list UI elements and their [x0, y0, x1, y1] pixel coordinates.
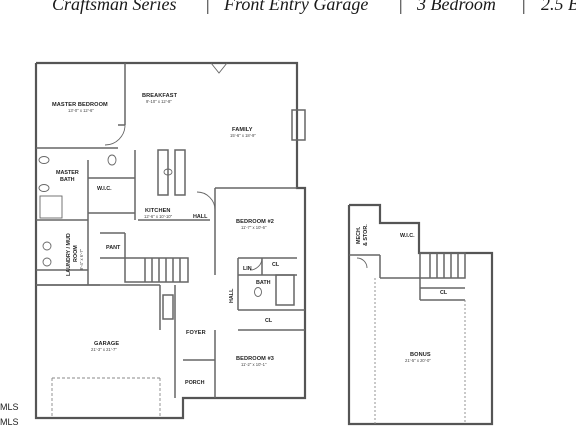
- fixtures: [38, 62, 368, 297]
- label-closet-b2: CL: [272, 262, 280, 268]
- label-master-bath-2: BATH: [60, 177, 75, 183]
- dims-kitchen: 12'-6" x 10'-10": [144, 214, 173, 219]
- label-closet-upper: CL: [440, 290, 448, 296]
- header-bedrooms: 3 Bedroom: [417, 0, 496, 14]
- dims-breakfast: 9'-10" x 12'-8": [146, 99, 172, 104]
- label-closet-b3: CL: [265, 318, 273, 324]
- dims-laundry: 9'-4" x 6'-7": [79, 248, 84, 270]
- label-hall-lower: HALL: [229, 288, 235, 303]
- label-bath: BATH: [256, 280, 271, 286]
- label-bedroom-3: BEDROOM #3: [236, 356, 274, 362]
- mls-watermark-2: MLS: [0, 417, 19, 427]
- label-linen: LIN: [243, 266, 252, 272]
- dims-bedroom-3: 11'-2" x 10'-1": [241, 362, 267, 367]
- label-wic-upper: W.I.C.: [400, 233, 415, 239]
- dims-bonus: 21'-5" x 20'-0": [405, 358, 431, 363]
- dims-master-bedroom: 13'-0" x 12'-6": [68, 108, 94, 113]
- plan-header: Craftsman Series | Front Entry Garage | …: [0, 0, 576, 20]
- interior-walls: [36, 63, 466, 398]
- label-porch: PORCH: [185, 380, 205, 386]
- label-pantry: PANT: [106, 245, 121, 251]
- label-laundry: LAUNDRY / MUD: [66, 233, 72, 276]
- header-series: Craftsman Series: [52, 0, 177, 14]
- dims-garage: 21'-3" x 21'-7": [91, 347, 117, 352]
- label-garage: GARAGE: [94, 341, 119, 347]
- exterior-walls: [34, 61, 494, 426]
- label-master-bath: MASTER: [56, 170, 79, 176]
- label-wic-main: W.I.C.: [97, 186, 112, 192]
- header-baths: 2.5 B: [541, 0, 576, 14]
- header-entry-type: Front Entry Garage: [224, 0, 369, 14]
- label-mech-2: & STOR.: [363, 224, 369, 246]
- dims-bedroom-2: 11'-7" x 10'-6": [241, 225, 267, 230]
- dashed-outlines: [51, 278, 466, 424]
- label-bedroom-2: BEDROOM #2: [236, 219, 274, 225]
- label-bonus: BONUS: [410, 352, 431, 358]
- label-hall-main: HALL: [193, 214, 208, 220]
- label-foyer: FOYER: [186, 330, 206, 336]
- dims-family: 15'-6" x 18'-9": [230, 133, 256, 138]
- label-master-bedroom: MASTER BEDROOM: [52, 102, 108, 108]
- label-laundry-2: ROOM: [73, 245, 79, 262]
- label-mech: MECH.: [356, 226, 362, 244]
- label-kitchen: KITCHEN: [145, 208, 171, 214]
- mls-watermark: MLS: [0, 402, 19, 412]
- label-breakfast: BREAKFAST: [142, 93, 178, 99]
- label-family: FAMILY: [232, 127, 253, 133]
